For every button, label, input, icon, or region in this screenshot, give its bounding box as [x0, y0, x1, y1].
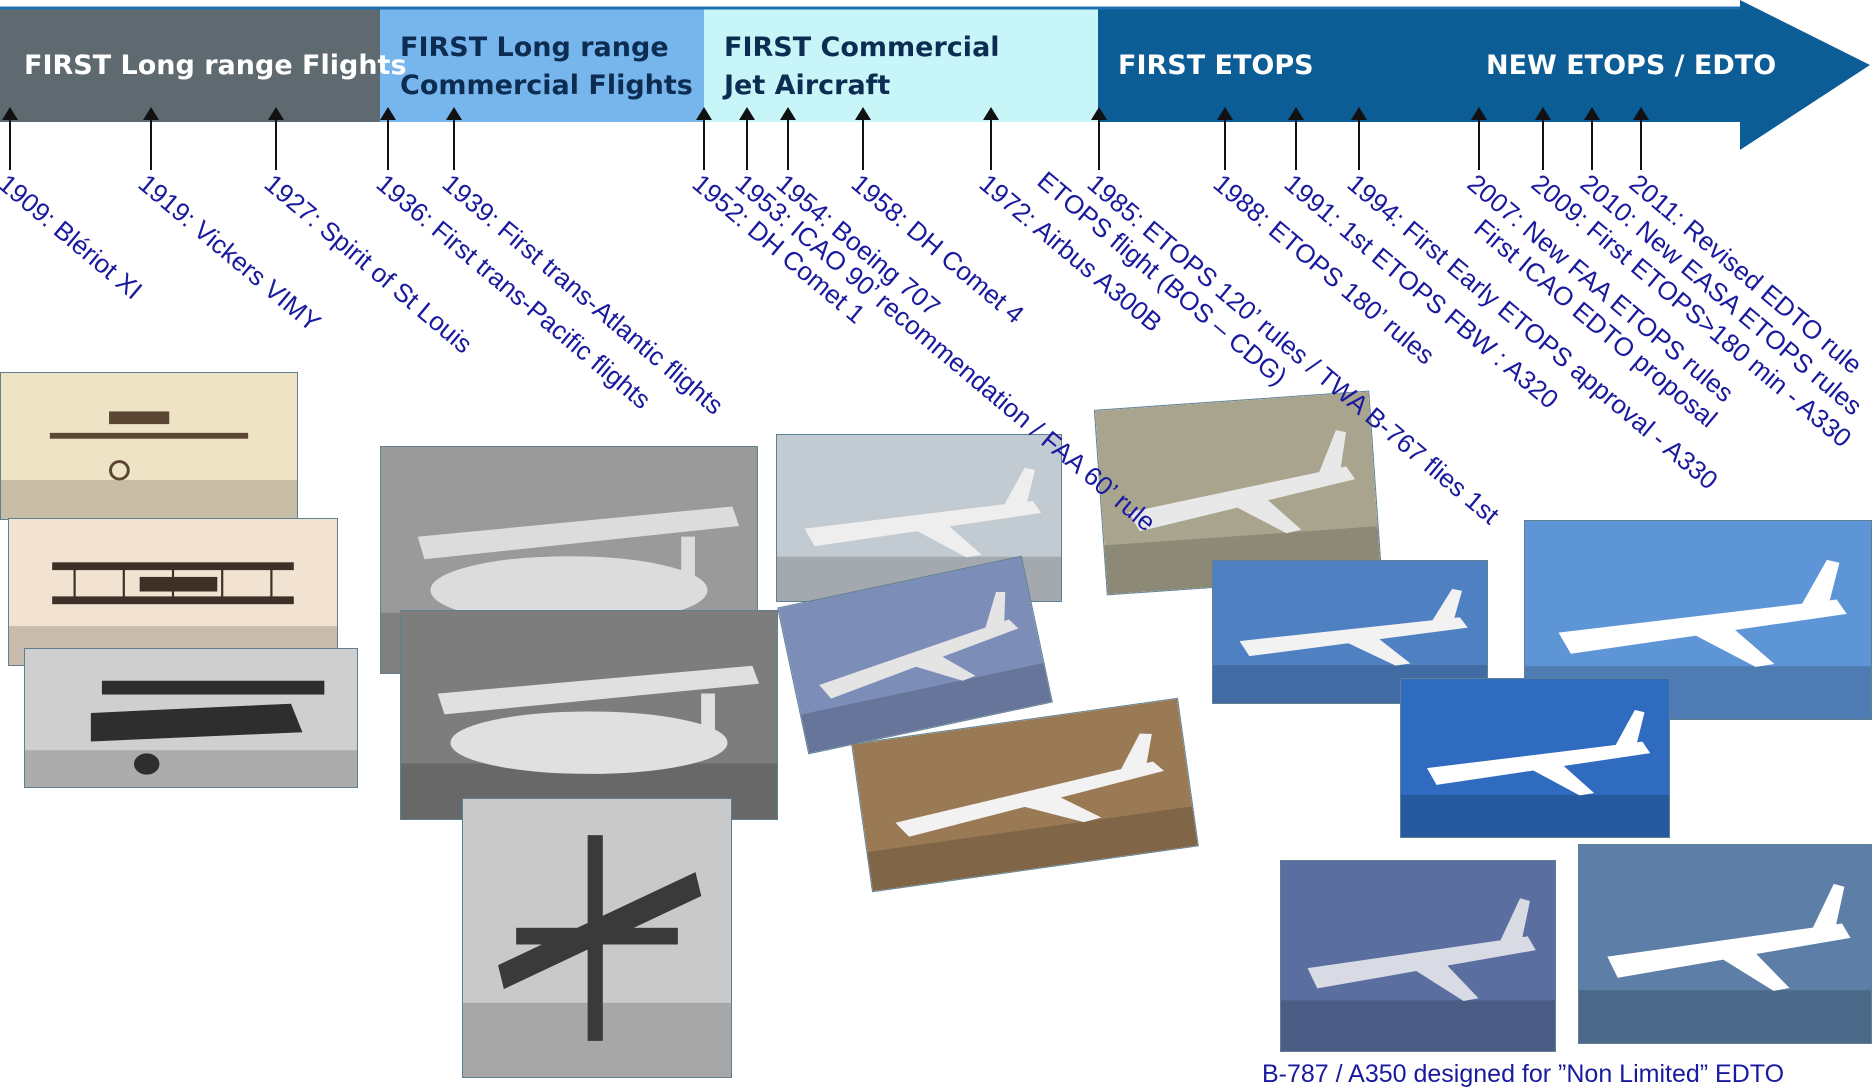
tick-2007 [1471, 107, 1487, 170]
phase-label-line: NEW ETOPS / EDTO [1486, 50, 1777, 81]
event-year: 1988 [1207, 168, 1272, 229]
event-1939: 1939: First trans-Atlantic flights [436, 168, 730, 421]
phase-label-line: FIRST ETOPS [1118, 50, 1314, 81]
event-year: 1936 [370, 168, 435, 229]
tick-1909 [2, 107, 18, 170]
phase-label-line: Commercial Flights [400, 70, 693, 101]
photo-spirit-of-st-louis [24, 648, 358, 788]
phase-label-long-range: FIRST Long range Flights [24, 47, 407, 85]
phase-label-commercial: FIRST Long range Commercial Flights [400, 29, 693, 105]
photo-bleriot-xi [0, 372, 298, 520]
photo-twa-boeing-767 [1093, 390, 1383, 596]
phase-band-jet [704, 8, 1098, 122]
phase-band-commercial [380, 8, 704, 122]
tick-1991 [1288, 107, 1304, 170]
phase-label-line: FIRST Long range Flights [24, 50, 407, 81]
phase-band-etops [1098, 8, 1468, 122]
phase-label-jet: FIRST Commercial Jet Aircraft [724, 29, 1000, 105]
tick-1954 [780, 107, 796, 170]
tick-1952 [696, 107, 712, 170]
tick-1994 [1351, 107, 1367, 170]
tick-1939 [446, 107, 462, 170]
phase-label-etops: FIRST ETOPS [1118, 47, 1314, 85]
event-year: 1958 [845, 168, 910, 229]
event-1909: 1909: Blériot XI [0, 168, 148, 305]
event-text: Vickers VIMY [188, 214, 327, 338]
photo-boeing-787 [1280, 860, 1556, 1052]
photo-lockheed-constellation [462, 798, 732, 1078]
event-year: 1927 [258, 168, 323, 229]
event-text: Blériot XI [48, 214, 149, 306]
photo-boeing-314-clipper [400, 610, 778, 820]
event-year: 1919 [132, 168, 197, 229]
tick-1988 [1217, 107, 1233, 170]
tick-1985 [1091, 107, 1107, 170]
footer-caption: B-787 / A350 designed for ”Non Limited” … [1262, 1060, 1785, 1088]
phase-label-line: Jet Aircraft [724, 70, 891, 101]
photo-airbus-a350 [1578, 844, 1872, 1044]
tick-2009 [1535, 107, 1551, 170]
phase-band-long-range [0, 8, 380, 122]
tick-1927 [268, 107, 284, 170]
timeline-arrow [0, 0, 1870, 150]
photo-lufthansa-boeing-707 [777, 555, 1053, 755]
photo-vickers-vimy [8, 518, 338, 666]
event-year: 1909 [0, 168, 57, 229]
phase-band-new-etops [1468, 0, 1870, 150]
tick-2011 [1633, 107, 1649, 170]
phase-label-new-etops: NEW ETOPS / EDTO [1486, 47, 1776, 85]
tick-2010 [1584, 107, 1600, 170]
tick-1919 [143, 107, 159, 170]
phase-label-line: FIRST Commercial [724, 32, 1000, 63]
tick-1972 [983, 107, 999, 170]
event-year: 1972 [973, 168, 1038, 229]
phase-label-line: FIRST Long range [400, 32, 669, 63]
tick-1936 [380, 107, 396, 170]
photo-airbus-a300b [851, 697, 1199, 893]
tick-1953 [739, 107, 755, 170]
tick-1958 [855, 107, 871, 170]
photo-airbus-a320 [1400, 678, 1670, 838]
